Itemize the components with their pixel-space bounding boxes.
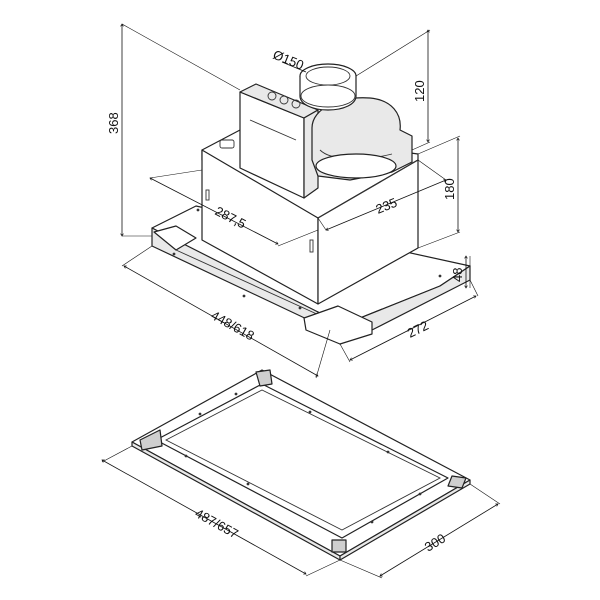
label-height-overall: 368 xyxy=(106,112,121,134)
frame-corner-tab-bottom xyxy=(331,539,347,553)
frame-corner-tab-right xyxy=(447,475,467,489)
label-frame-depth: 300 xyxy=(422,531,448,555)
label-height-body: 180 xyxy=(442,178,457,200)
cover-frame xyxy=(131,369,471,561)
dimension-lines xyxy=(102,24,501,579)
motor-base-plate xyxy=(315,153,397,179)
frame-corner-tab-left xyxy=(139,429,163,451)
label-height-motor: 120 xyxy=(412,80,427,102)
label-duct-diameter: Ø150 xyxy=(271,47,306,73)
label-width-bottom: 448/618 xyxy=(209,308,257,344)
label-height-front: 48 xyxy=(450,268,465,282)
duct-collar-body xyxy=(299,76,357,111)
label-frame-width: 487/657 xyxy=(193,506,241,542)
